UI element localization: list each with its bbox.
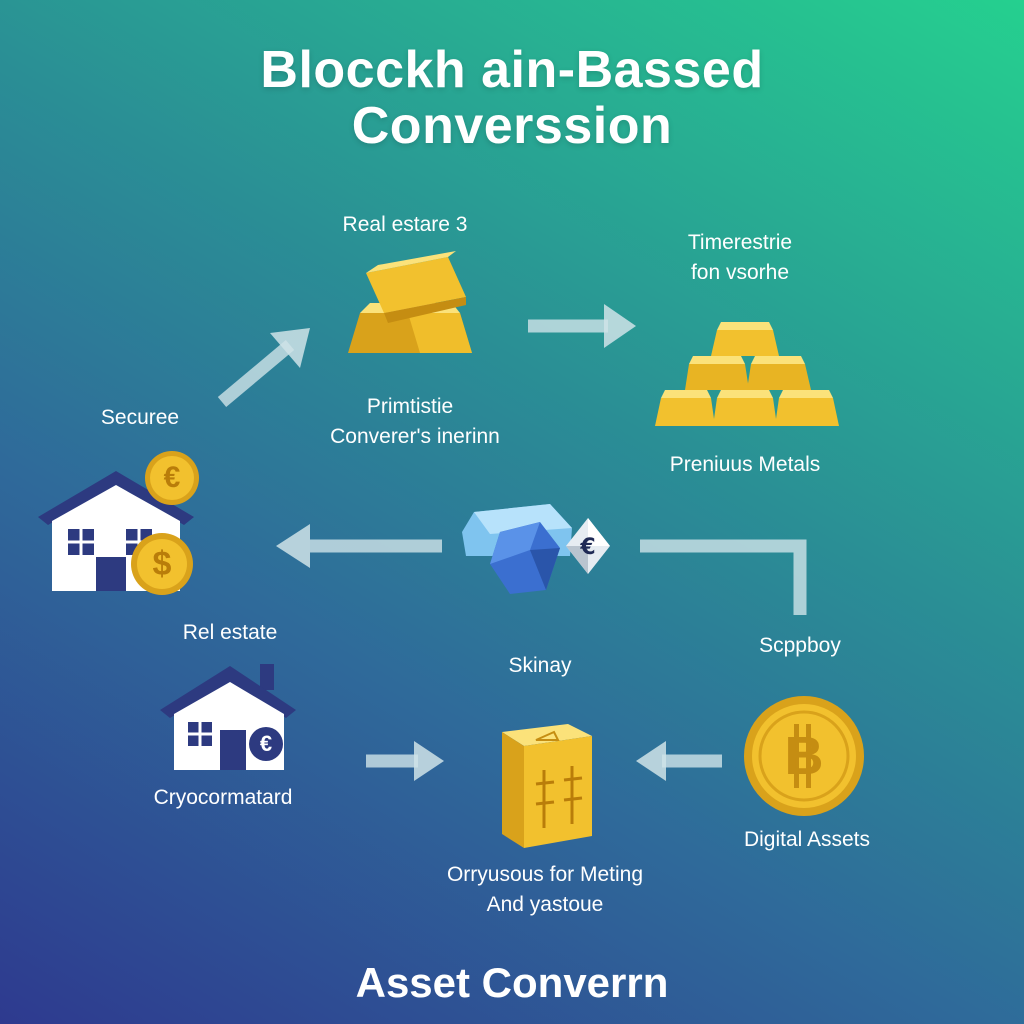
gold-block-icon [502,724,592,848]
title-line-2: Converssion [351,97,673,155]
footer-title: Asset Converrn [355,959,669,1006]
arrow-top-right-head [604,304,636,348]
dollar-coin-icon [131,533,193,595]
arrow-middle-left-head [276,524,310,568]
label-conververs: Converer's inerinn [330,425,500,448]
label-secure: Securee [100,406,180,429]
crystal-token-icon: € [462,504,610,594]
label-scppboy: Scppboy [759,634,841,657]
euro-coin-glyph: € [163,461,181,494]
crystal-euro-glyph: € [579,535,595,560]
label-premium-metals: Preniuus Metals [669,453,821,476]
arrow-elbow-line [640,539,807,615]
label-crypto: Cryocormatard [153,786,293,809]
label-oru-line1: Orryusous for Meting [446,863,644,886]
label-skinay: Skinay [508,654,572,677]
euro-coin-icon [145,451,199,505]
arrow-diagonal-shaft [217,340,295,407]
label-real-estate-3: Real estare 3 [342,213,468,236]
title-line-1: Blocckh ain-Bassed [260,41,764,99]
label-fon-vsorhe: fon vsorhe [690,261,790,284]
arrow-bottom-right-head [414,741,444,781]
gold-bar-icon [348,251,472,353]
house-euro-icon [160,664,296,770]
label-oru-line2: And yastoue [486,893,604,916]
label-rel-estate: Rel estate [182,621,278,644]
dollar-coin-glyph: $ [152,545,172,583]
bitcoin-icon [744,696,864,816]
label-digital-assets: Digital Assets [743,828,871,851]
arrow-diagonal-head [270,328,310,368]
label-timerestrie: Timerestrie [687,231,793,254]
bitcoin-glyph: B [784,726,824,786]
house-euro-glyph: € [259,731,273,756]
gold-stack-icon [655,322,839,426]
arrow-bottom-left-head [636,741,666,781]
label-primtistie: Primtistie [366,395,454,418]
